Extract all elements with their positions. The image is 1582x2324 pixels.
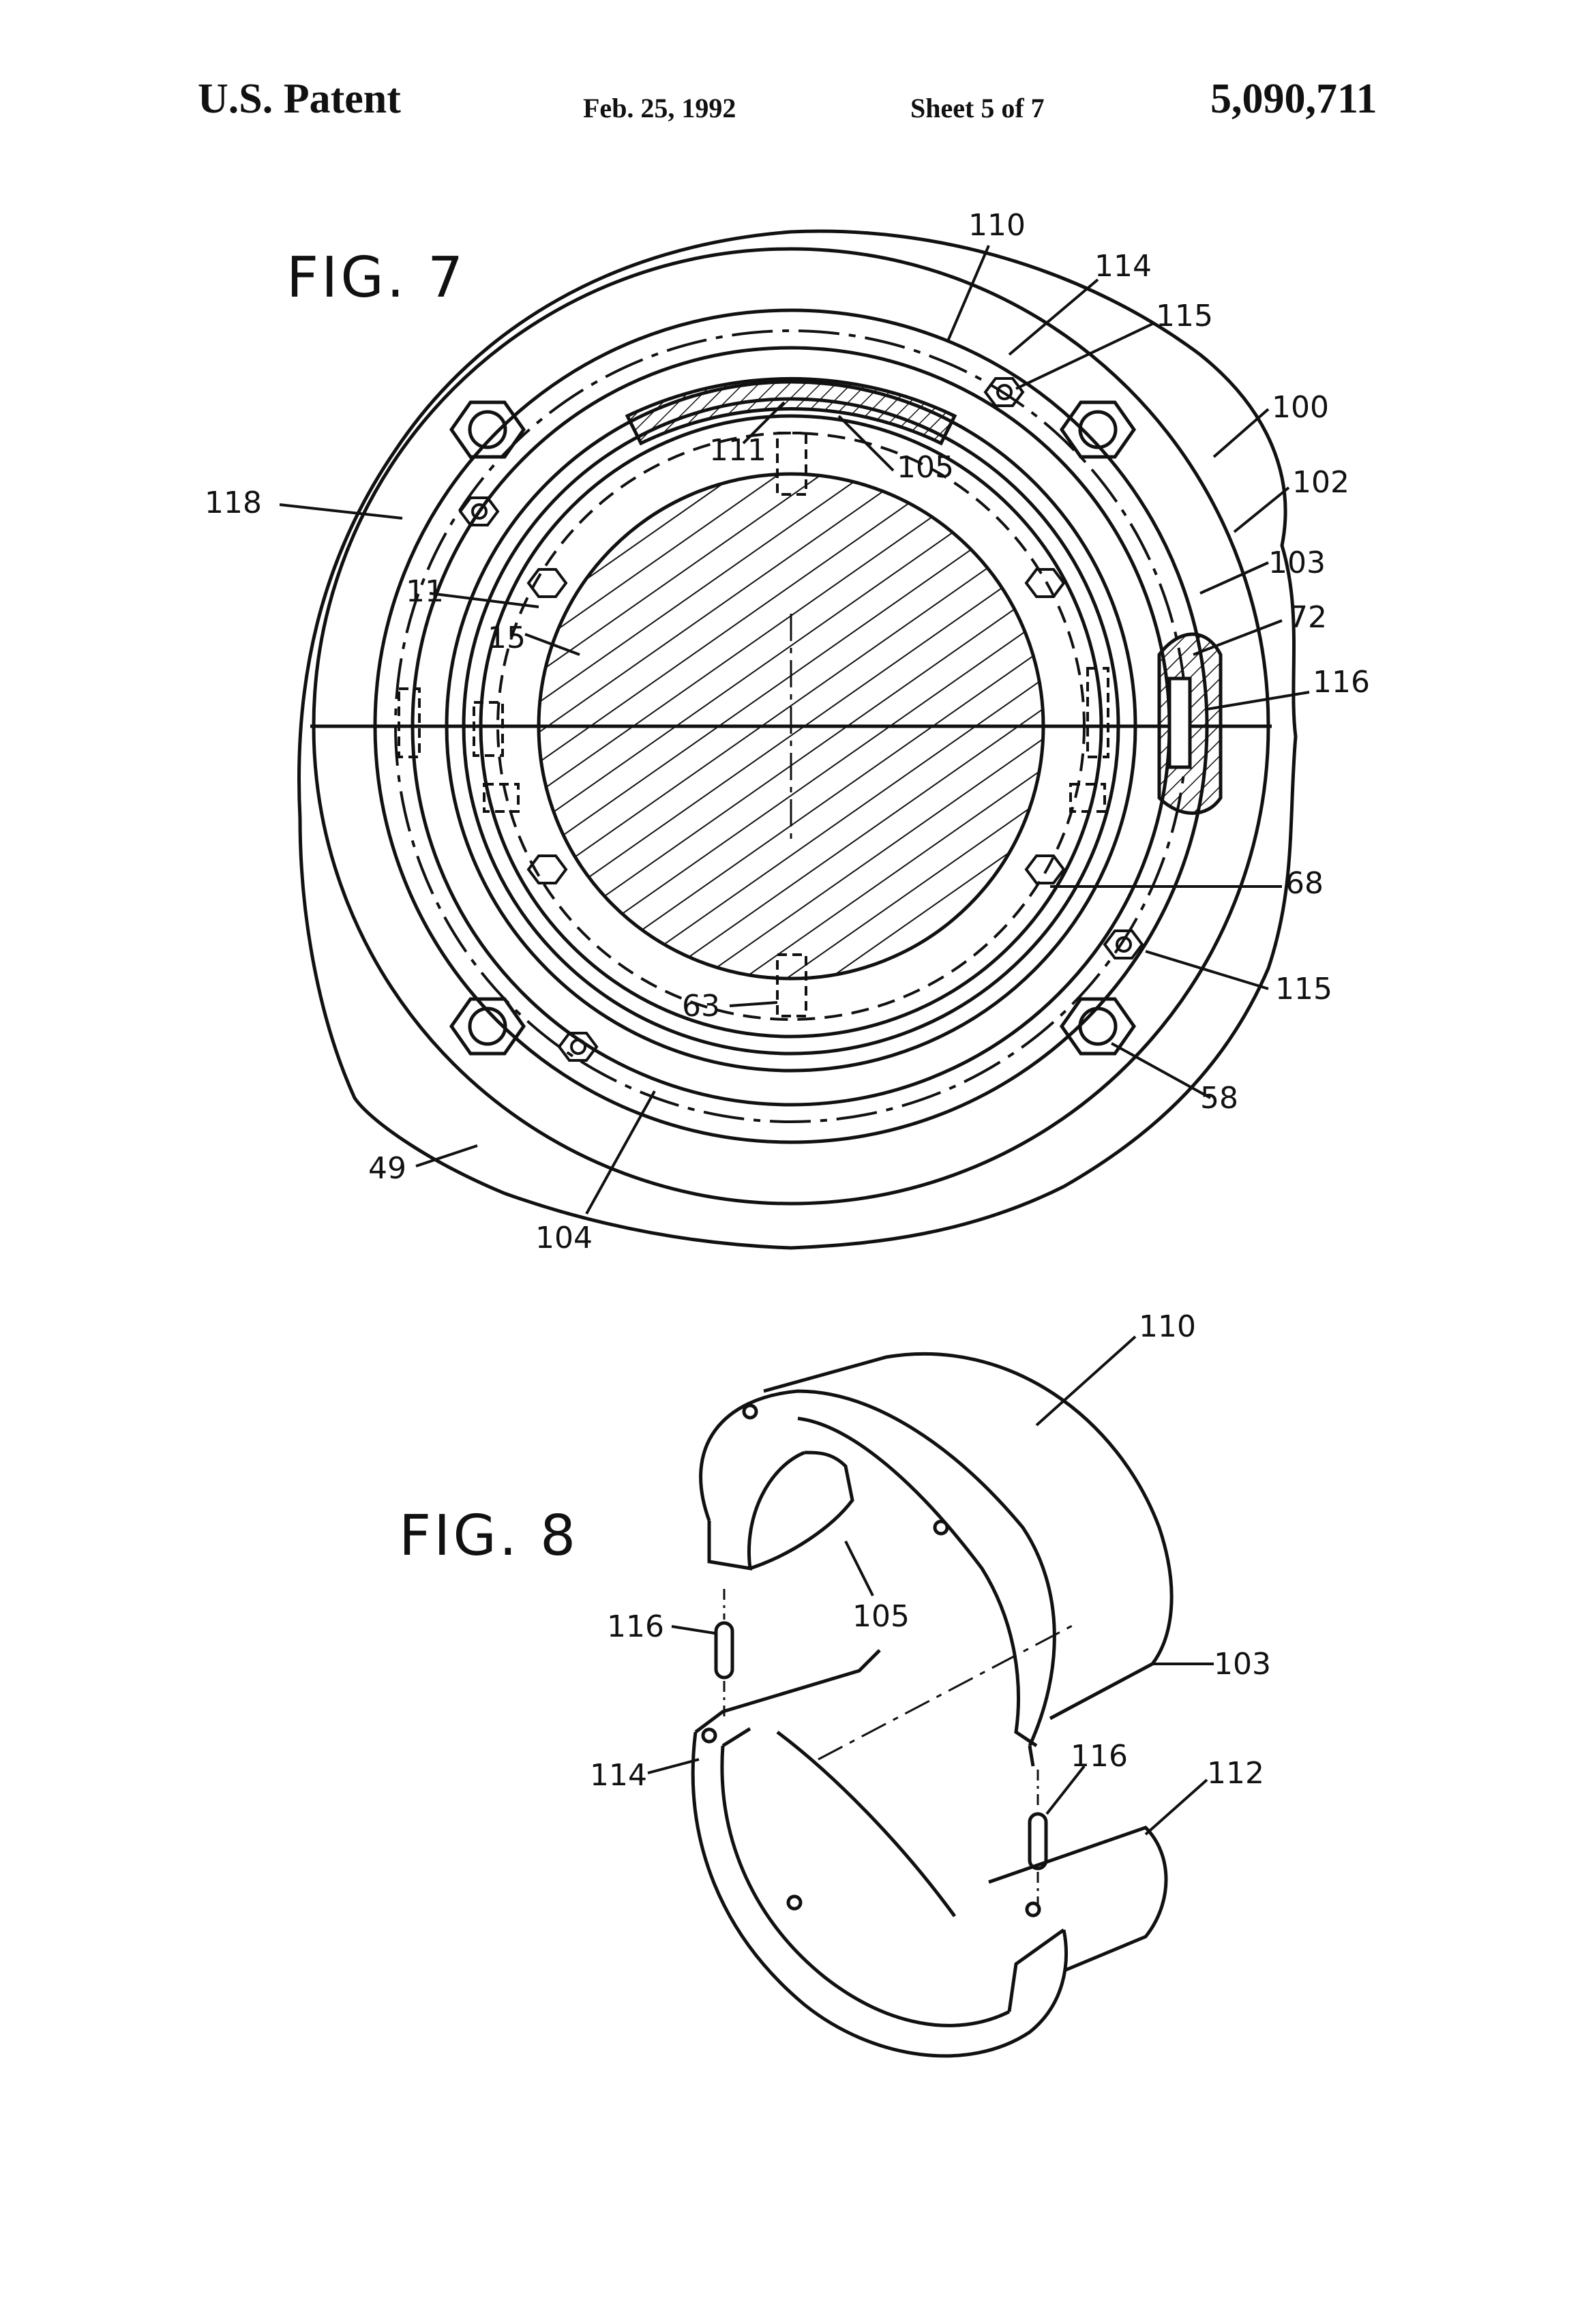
fig7-ref-115-bottom: 115 (1275, 972, 1332, 1007)
fig8-ref-116-right: 116 (1071, 1739, 1128, 1774)
fig7-ref-116: 116 (1313, 665, 1370, 700)
fig7-drawing (299, 231, 1296, 1248)
fig8-ref-103: 103 (1214, 1647, 1271, 1682)
fig7-title: FIG. 7 (286, 245, 466, 310)
fig7-ref-115-top: 115 (1156, 299, 1213, 333)
fig7-ref-104: 104 (535, 1221, 593, 1255)
fig8-title: FIG. 8 (399, 1504, 578, 1568)
fig8-ref-112: 112 (1207, 1756, 1264, 1791)
fig7-ref-49: 49 (368, 1151, 406, 1186)
fig8-ref-116-left: 116 (607, 1609, 664, 1644)
fig8-ref-114: 114 (590, 1758, 647, 1793)
fig7-ref-63: 63 (682, 989, 720, 1024)
fig7-ref-102: 102 (1292, 465, 1349, 500)
fig7-ref-15: 15 (488, 621, 526, 655)
fig7-ref-110: 110 (968, 208, 1026, 243)
fig7-ref-11: 11 (406, 574, 444, 609)
fig7-ref-58: 58 (1200, 1081, 1238, 1116)
fig7-ref-105: 105 (897, 450, 954, 485)
fig8-ref-105: 105 (852, 1599, 910, 1634)
fig7-ref-118: 118 (205, 486, 262, 520)
fig7-ref-68: 68 (1285, 866, 1324, 901)
fig7-ref-103: 103 (1268, 546, 1326, 580)
fig8-drawing (693, 1354, 1171, 2056)
fig7-ref-111: 111 (709, 433, 766, 468)
fig7-ref-72: 72 (1289, 600, 1327, 635)
fig7-ref-100: 100 (1272, 390, 1329, 425)
fig8-ref-110: 110 (1139, 1309, 1196, 1344)
fig7-ref-114: 114 (1094, 249, 1152, 284)
